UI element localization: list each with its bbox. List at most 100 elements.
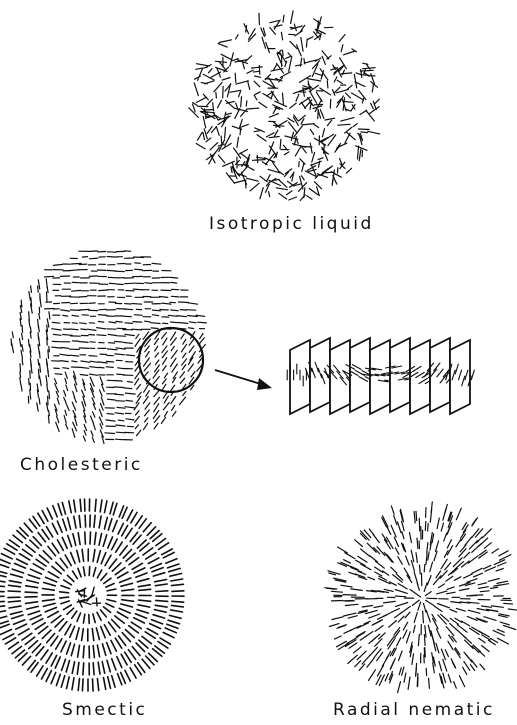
smectic-molecule-mark bbox=[9, 585, 21, 587]
smectic-molecule-mark bbox=[112, 676, 115, 688]
cholesteric-molecule-mark bbox=[30, 390, 31, 400]
cholesteric-molecule-mark bbox=[146, 352, 150, 358]
isotropic-molecule-mark bbox=[283, 15, 284, 22]
radial-molecule-mark bbox=[456, 608, 465, 611]
cholesteric-molecule-mark bbox=[64, 416, 66, 424]
smectic-molecule-mark bbox=[112, 563, 121, 571]
cholesteric-molecule-mark bbox=[55, 374, 62, 375]
smectic-molecule-mark bbox=[100, 500, 102, 512]
isotropic-molecule-mark bbox=[347, 85, 352, 89]
smectic-molecule-mark bbox=[0, 616, 7, 619]
isotropic-molecule-mark bbox=[361, 132, 368, 133]
smectic-molecule-mark bbox=[104, 607, 111, 613]
radial-molecule-mark bbox=[500, 555, 511, 561]
cholesteric-molecule-mark bbox=[64, 390, 66, 396]
cholesteric-molecule-mark bbox=[125, 393, 135, 394]
radial-molecule-mark bbox=[338, 643, 348, 649]
cholesteric-molecule-mark bbox=[172, 364, 177, 372]
cholesteric-molecule-mark bbox=[61, 361, 69, 362]
cholesteric-molecule-mark bbox=[80, 323, 87, 324]
radial-molecule-mark bbox=[337, 625, 345, 628]
smectic-molecule-mark bbox=[62, 659, 66, 670]
isotropic-molecule-mark bbox=[266, 133, 274, 137]
smectic-core-mark bbox=[83, 602, 91, 605]
smectic-molecule-mark bbox=[151, 564, 162, 569]
smectic-molecule-mark bbox=[155, 605, 167, 607]
smectic-molecule-mark bbox=[101, 553, 106, 564]
smectic-molecule-mark bbox=[60, 558, 67, 568]
radial-molecule-mark bbox=[467, 616, 477, 620]
isotropic-liquid-caption: Isotropic liquid bbox=[209, 214, 374, 234]
radial-molecule-mark bbox=[445, 563, 451, 570]
isotropic-molecule-mark bbox=[339, 35, 345, 42]
cholesteric-layer-plane bbox=[410, 340, 430, 414]
radial-molecule-mark bbox=[391, 525, 396, 537]
smectic-molecule-mark bbox=[9, 606, 21, 608]
cholesteric-caption: Cholesteric bbox=[20, 455, 143, 475]
cholesteric-molecule-mark bbox=[100, 377, 103, 385]
radial-molecule-mark bbox=[497, 629, 504, 632]
cholesteric-molecule-mark bbox=[49, 391, 50, 399]
smectic-molecule-mark bbox=[104, 517, 107, 529]
isotropic-molecule-mark bbox=[247, 70, 253, 73]
smectic-molecule-mark bbox=[48, 612, 59, 618]
radial-molecule-mark bbox=[446, 627, 454, 636]
isotropic-molecule-mark bbox=[259, 102, 267, 107]
isotropic-molecule-mark bbox=[253, 71, 259, 72]
radial-molecule-mark bbox=[382, 655, 389, 666]
cholesteric-molecule-mark bbox=[118, 420, 124, 421]
radial-molecule-mark bbox=[369, 614, 380, 618]
isotropic-molecule-mark bbox=[216, 61, 227, 62]
cholesteric-molecule-mark bbox=[74, 397, 76, 402]
cholesteric-molecule-mark bbox=[47, 385, 48, 392]
cholesteric-molecule-mark bbox=[164, 373, 167, 378]
isotropic-molecule-mark bbox=[327, 81, 328, 88]
radial-molecule-mark bbox=[384, 589, 393, 591]
radial-molecule-mark bbox=[464, 662, 470, 671]
radial-molecule-mark bbox=[436, 541, 439, 551]
radial-molecule-mark bbox=[436, 629, 440, 638]
isotropic-molecule-mark bbox=[310, 129, 313, 134]
cholesteric-molecule-mark bbox=[70, 329, 79, 330]
isotropic-molecule-mark bbox=[322, 56, 325, 64]
cholesteric-molecule-mark bbox=[12, 332, 13, 338]
isotropic-molecule-mark bbox=[286, 57, 291, 59]
smectic-molecule-mark bbox=[96, 628, 99, 640]
radial-molecule-mark bbox=[384, 601, 396, 603]
cholesteric-molecule-mark bbox=[73, 391, 75, 397]
isotropic-molecule-mark bbox=[337, 80, 342, 83]
isotropic-molecule-mark bbox=[218, 100, 222, 108]
radial-molecule-mark bbox=[425, 648, 426, 657]
radial-molecule-mark bbox=[396, 574, 403, 580]
radial-molecule-mark bbox=[375, 567, 383, 572]
cholesteric-molecule-mark bbox=[39, 352, 40, 358]
isotropic-molecule-mark bbox=[269, 192, 270, 197]
radial-molecule-mark bbox=[448, 641, 453, 650]
smectic-molecule-mark bbox=[97, 612, 101, 620]
cholesteric-molecule-mark bbox=[125, 251, 131, 252]
smectic-molecule-mark bbox=[79, 516, 80, 528]
smectic-molecule-mark bbox=[25, 592, 37, 593]
cholesteric-molecule-mark bbox=[98, 315, 107, 316]
cholesteric-molecule-mark bbox=[93, 424, 95, 430]
cholesteric-molecule-mark bbox=[39, 337, 40, 346]
cholesteric-molecule-mark bbox=[72, 315, 78, 316]
cholesteric-molecule-mark bbox=[126, 355, 134, 356]
cholesteric-molecule-mark bbox=[115, 381, 122, 382]
cholesteric-molecule-mark bbox=[30, 351, 31, 357]
smectic-molecule-mark bbox=[153, 615, 165, 618]
cholesteric-molecule-mark bbox=[39, 369, 40, 378]
radial-molecule-mark bbox=[445, 650, 448, 657]
radial-molecule-mark bbox=[408, 677, 410, 689]
cholesteric-molecule-mark bbox=[117, 374, 124, 375]
smectic-molecule-mark bbox=[132, 563, 142, 569]
smectic-molecule-mark bbox=[172, 584, 184, 585]
cholesteric-molecule-mark bbox=[99, 409, 102, 416]
radial-molecule-mark bbox=[436, 643, 439, 653]
radial-molecule-mark bbox=[402, 521, 405, 530]
radial-molecule-mark bbox=[397, 638, 401, 646]
cholesteric-molecule-mark bbox=[116, 432, 125, 433]
radial-molecule-mark bbox=[394, 537, 398, 546]
cholesteric-molecule-mark bbox=[171, 358, 177, 366]
cholesteric-molecule-mark bbox=[65, 410, 67, 415]
